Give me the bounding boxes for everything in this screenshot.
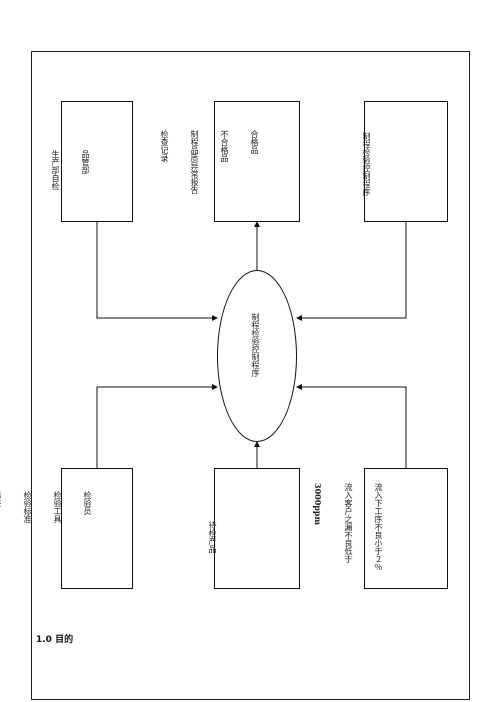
- box-top-right: 制程检验控制程序: [362, 101, 448, 222]
- box-bottom-center: 待检产品: [208, 468, 300, 589]
- box-bottom-right-text: 流入下工序不良小于２％ 流入客户之漏不良低于 3000ppm: [313, 483, 383, 571]
- arrow-top-right-to-center: [296, 222, 407, 321]
- box-top-center-text: 合格品 不合格品 制程品质异常报告 检查记录: [160, 130, 259, 194]
- arrow-top-left-to-center: [96, 222, 218, 321]
- box-bottom-left-text: 检验员 检验工具 检验标准 标签 印章: [0, 491, 92, 523]
- box-bottom-center-text: 待检产品: [208, 521, 217, 553]
- box-top-right-text: 制程检验控制程序: [362, 132, 371, 196]
- section-heading: 1.0 目的: [36, 635, 74, 645]
- center-process-label: 制程检验控制程序: [251, 313, 260, 377]
- box-top-center: 合格品 不合格品 制程品质异常报告 检查记录: [160, 101, 300, 222]
- box-bottom-left: 检验员 检验工具 检验标准 标签 印章: [0, 468, 133, 589]
- arrow-bottom-left-to-center: [96, 384, 218, 468]
- box-top-left: 品管部 生产部自检: [51, 101, 133, 222]
- center-process-ellipse: 制程检验控制程序: [217, 270, 297, 442]
- arrow-bottom-right-to-center: [296, 384, 407, 468]
- document-frame: [31, 51, 470, 700]
- box-bottom-right: 流入下工序不良小于２％ 流入客户之漏不良低于 3000ppm: [313, 468, 448, 589]
- box-top-left-text: 品管部 生产部自检: [51, 150, 90, 190]
